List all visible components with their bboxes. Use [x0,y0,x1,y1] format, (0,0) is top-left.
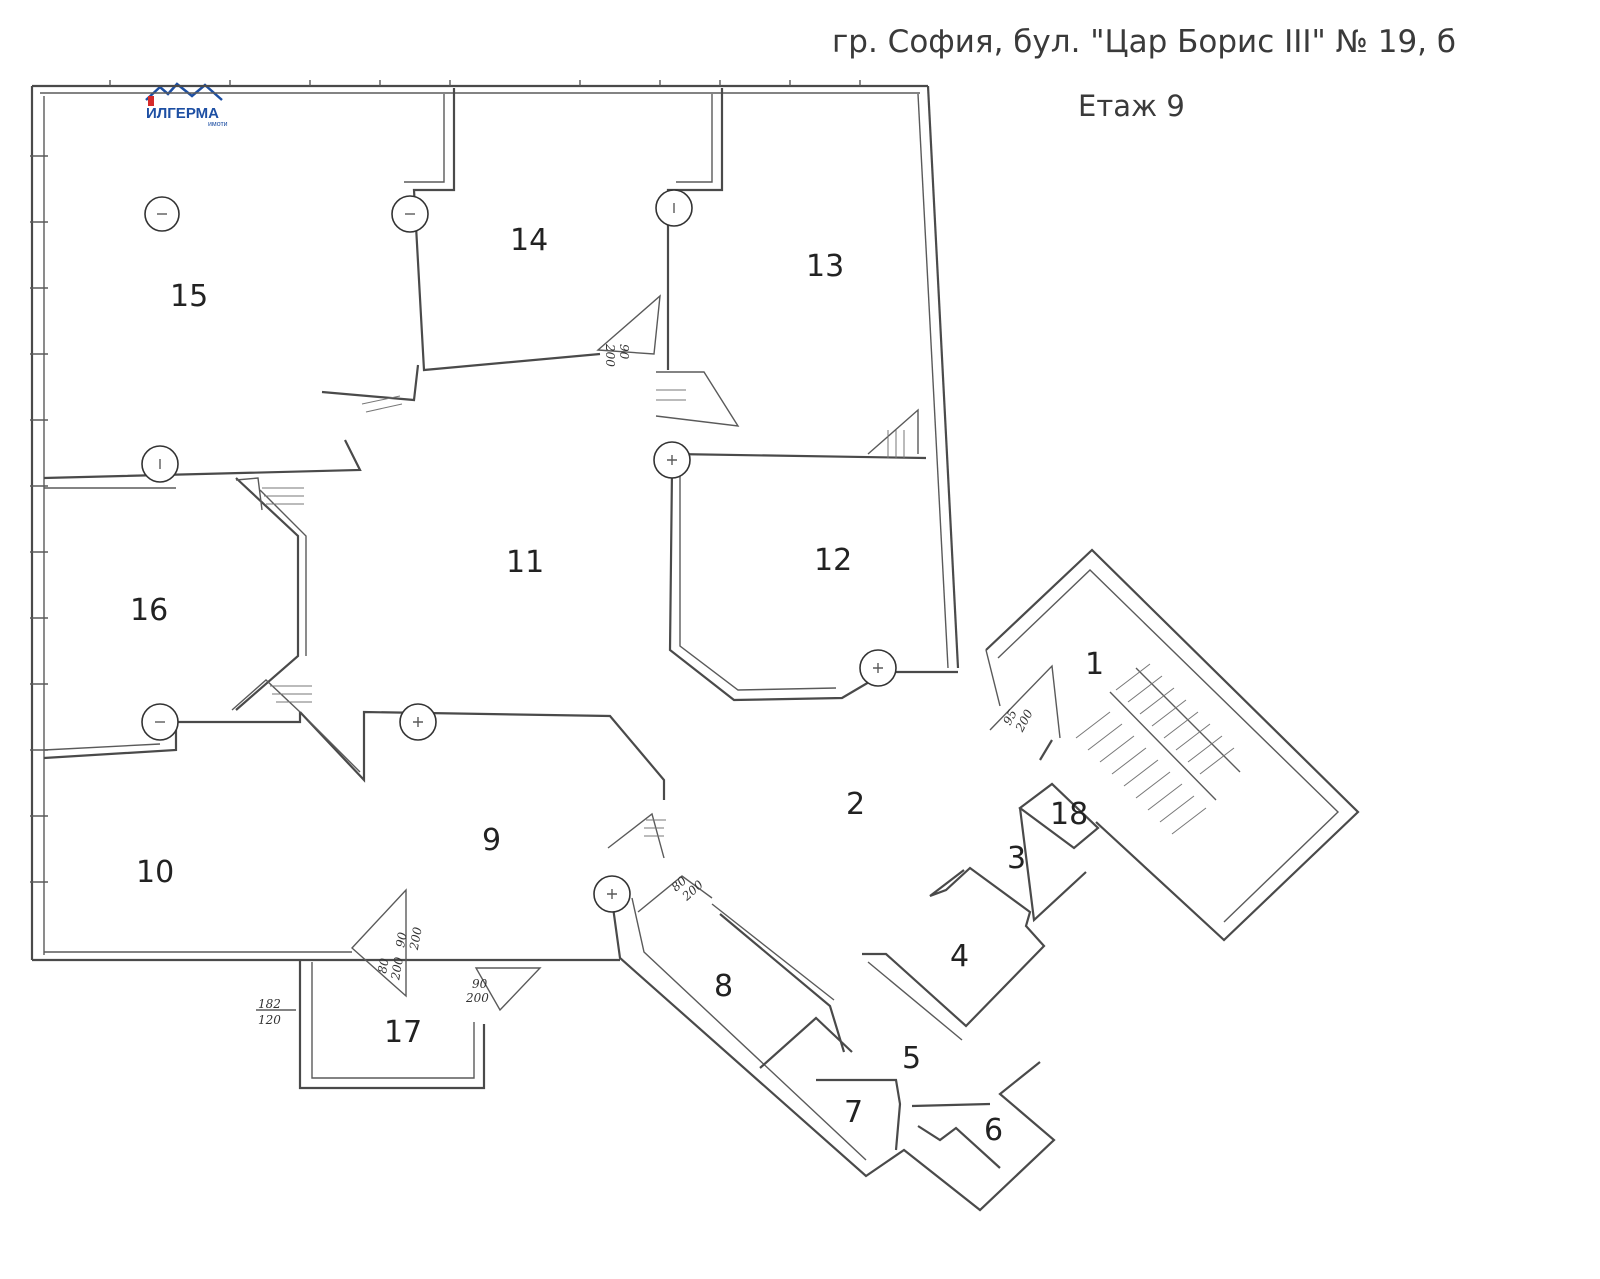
door-dim: 80 200 [375,956,406,982]
door-dim: 90 200 [465,977,489,1005]
svg-text:200: 200 [407,926,425,952]
room-1-label: 1 [1085,647,1104,682]
room-11-label: 11 [506,545,544,580]
logo-text: ИЛГЕРМА [146,105,219,122]
column-icon [144,196,180,232]
column-icon [653,441,691,479]
column-markers [141,189,897,913]
room-6-label: 6 [984,1113,1003,1148]
staircase [1075,663,1241,835]
svg-text:95: 95 [1000,707,1020,727]
room-10-label: 10 [136,855,174,890]
room-12-label: 12 [814,543,852,578]
interior-walls [43,88,1360,1212]
room-18-label: 18 [1050,797,1088,832]
door-dim: 80 200 [669,873,707,904]
door-dim: 90 200 [603,343,631,367]
column-icon [593,875,631,913]
room-labels: 1 2 3 4 5 6 7 8 9 10 11 12 13 14 15 16 1… [130,223,1104,1148]
column-icon [399,703,437,741]
company-logo: ИЛГЕРМА имоти [145,82,228,128]
svg-text:200: 200 [465,991,489,1005]
svg-text:120: 120 [258,1013,281,1027]
outer-walls [30,84,960,1090]
svg-text:90: 90 [617,344,631,360]
room-3-label: 3 [1007,841,1026,876]
door-dimensions: 90 200 95 200 80 200 80 200 90 200 90 20… [256,343,1036,1027]
door-dim: 95 200 [1000,707,1036,735]
room-13-label: 13 [806,249,844,284]
svg-text:80: 80 [375,957,392,975]
svg-text:90: 90 [393,931,410,949]
room-15-label: 15 [170,279,208,314]
door-dim: 182 120 [258,997,281,1027]
room-7-label: 7 [844,1095,863,1130]
svg-text:90: 90 [472,977,488,991]
logo-subtext: имоти [208,121,228,128]
room-5-label: 5 [902,1041,921,1076]
room-14-label: 14 [510,223,548,258]
room-16-label: 16 [130,593,168,628]
room-4-label: 4 [950,939,969,974]
room-2-label: 2 [846,787,865,822]
window-marks [30,80,861,883]
column-icon [391,195,429,233]
threshold-hatching [262,389,905,837]
svg-text:182: 182 [258,997,281,1011]
room-9-label: 9 [482,823,501,858]
column-icon [859,649,897,687]
room-17-label: 17 [384,1015,422,1050]
svg-text:200: 200 [603,343,617,367]
svg-text:200: 200 [388,956,406,982]
door-swings [231,294,1061,1012]
address-text: гр. София, бул. "Цар Борис III" № 19, б [832,24,1456,60]
svg-text:200: 200 [1012,707,1036,735]
door-dim: 90 200 [393,926,425,952]
column-icon [655,189,693,227]
floor-label: Етаж 9 [1078,89,1185,123]
column-icon [141,703,179,741]
room-8-label: 8 [714,969,733,1004]
column-icon [141,445,179,483]
